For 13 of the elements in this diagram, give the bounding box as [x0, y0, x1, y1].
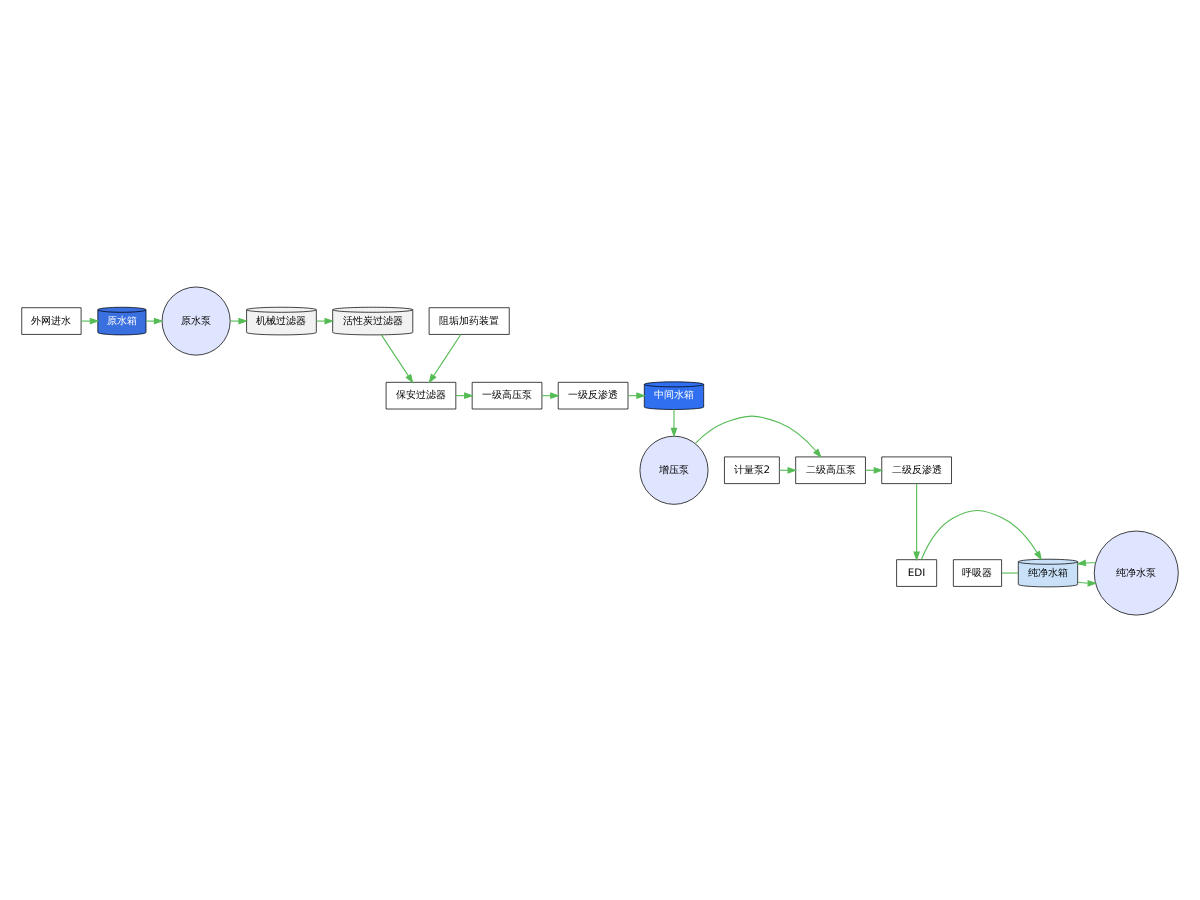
arrow: [145, 316, 164, 324]
arrow: [913, 482, 921, 561]
arrow: [694, 414, 822, 457]
arrow: [380, 333, 414, 383]
arrow: [1077, 578, 1098, 586]
connector: [1001, 571, 1019, 573]
arrow: [80, 316, 100, 324]
arrow: [920, 508, 1042, 560]
arrow: [315, 316, 335, 324]
arrow: [670, 407, 678, 437]
arrow: [229, 316, 249, 324]
arrow: [1076, 558, 1097, 566]
arrow: [428, 333, 462, 383]
